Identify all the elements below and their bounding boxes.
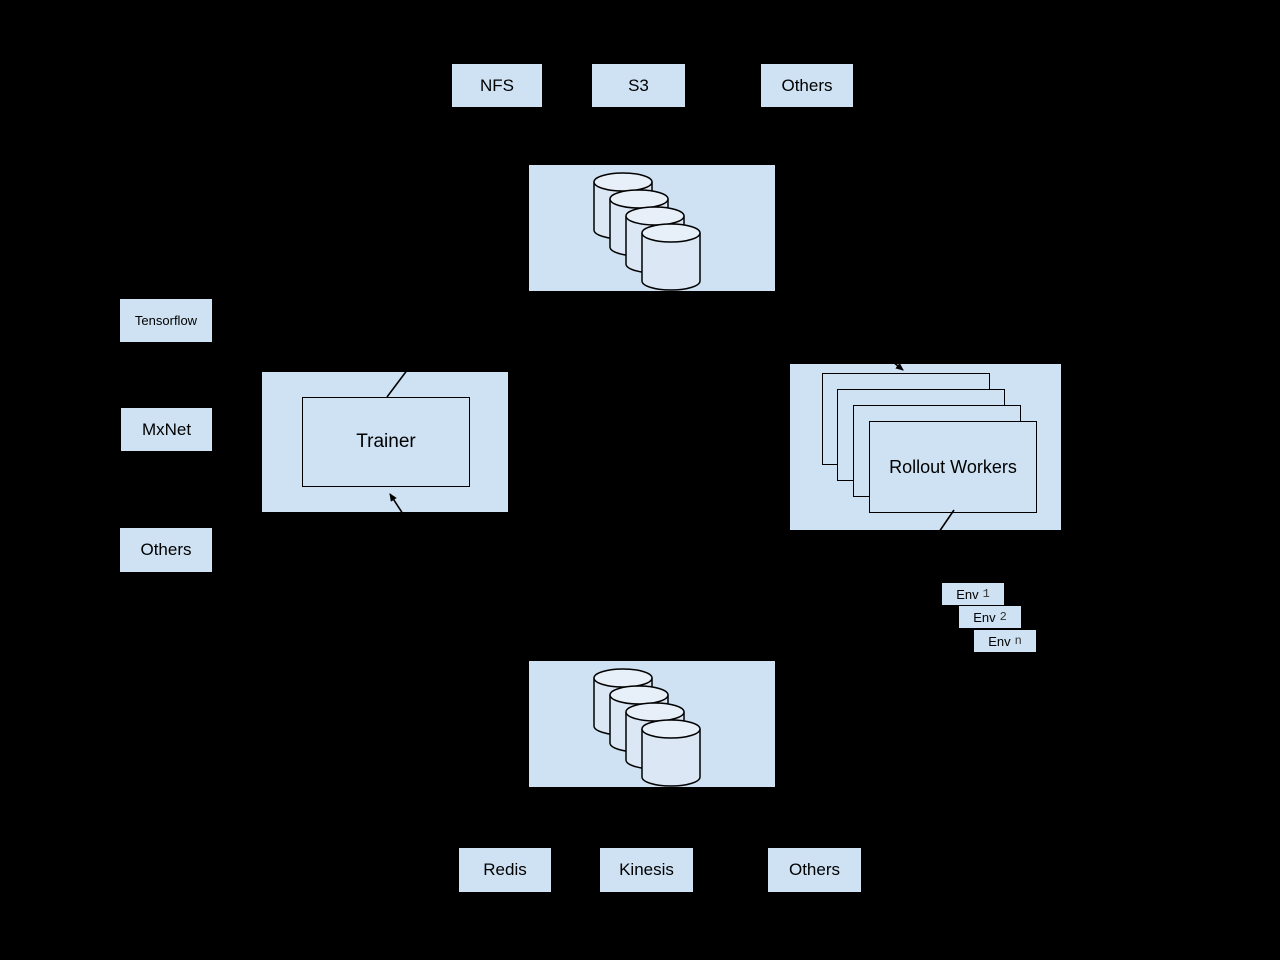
rollout-workers-label: Rollout Workers	[889, 456, 1017, 477]
node-mxnet: MxNet	[121, 408, 212, 451]
node-others-frameworks: Others	[120, 528, 212, 572]
node-others-top: Others	[761, 64, 853, 107]
node-trainer-group: Trainer	[262, 372, 508, 512]
node-redis: Redis	[459, 848, 551, 892]
node-tensorflow: Tensorflow	[120, 299, 212, 342]
node-others-bottom: Others	[768, 848, 861, 892]
node-s3: S3	[592, 64, 685, 107]
node-kinesis: Kinesis	[600, 848, 693, 892]
database-cylinders-icon	[593, 172, 701, 291]
env-n-label: Env	[988, 633, 1011, 649]
node-rollout-group: Rollout Workers	[790, 364, 1061, 530]
database-cylinders-icon	[593, 668, 701, 787]
env-2-label: Env	[973, 609, 996, 625]
env-2-index: 2	[999, 610, 1007, 624]
env-n-index: n	[1014, 634, 1022, 648]
env-1-label: Env	[956, 586, 979, 602]
trainer-label: Trainer	[356, 431, 416, 452]
env-1-index: 1	[982, 587, 990, 601]
node-rollout-workers: Rollout Workers	[869, 421, 1037, 513]
node-trainer: Trainer	[302, 397, 470, 487]
node-model-storage	[529, 165, 775, 291]
node-replay-storage	[529, 661, 775, 787]
node-nfs: NFS	[452, 64, 542, 107]
